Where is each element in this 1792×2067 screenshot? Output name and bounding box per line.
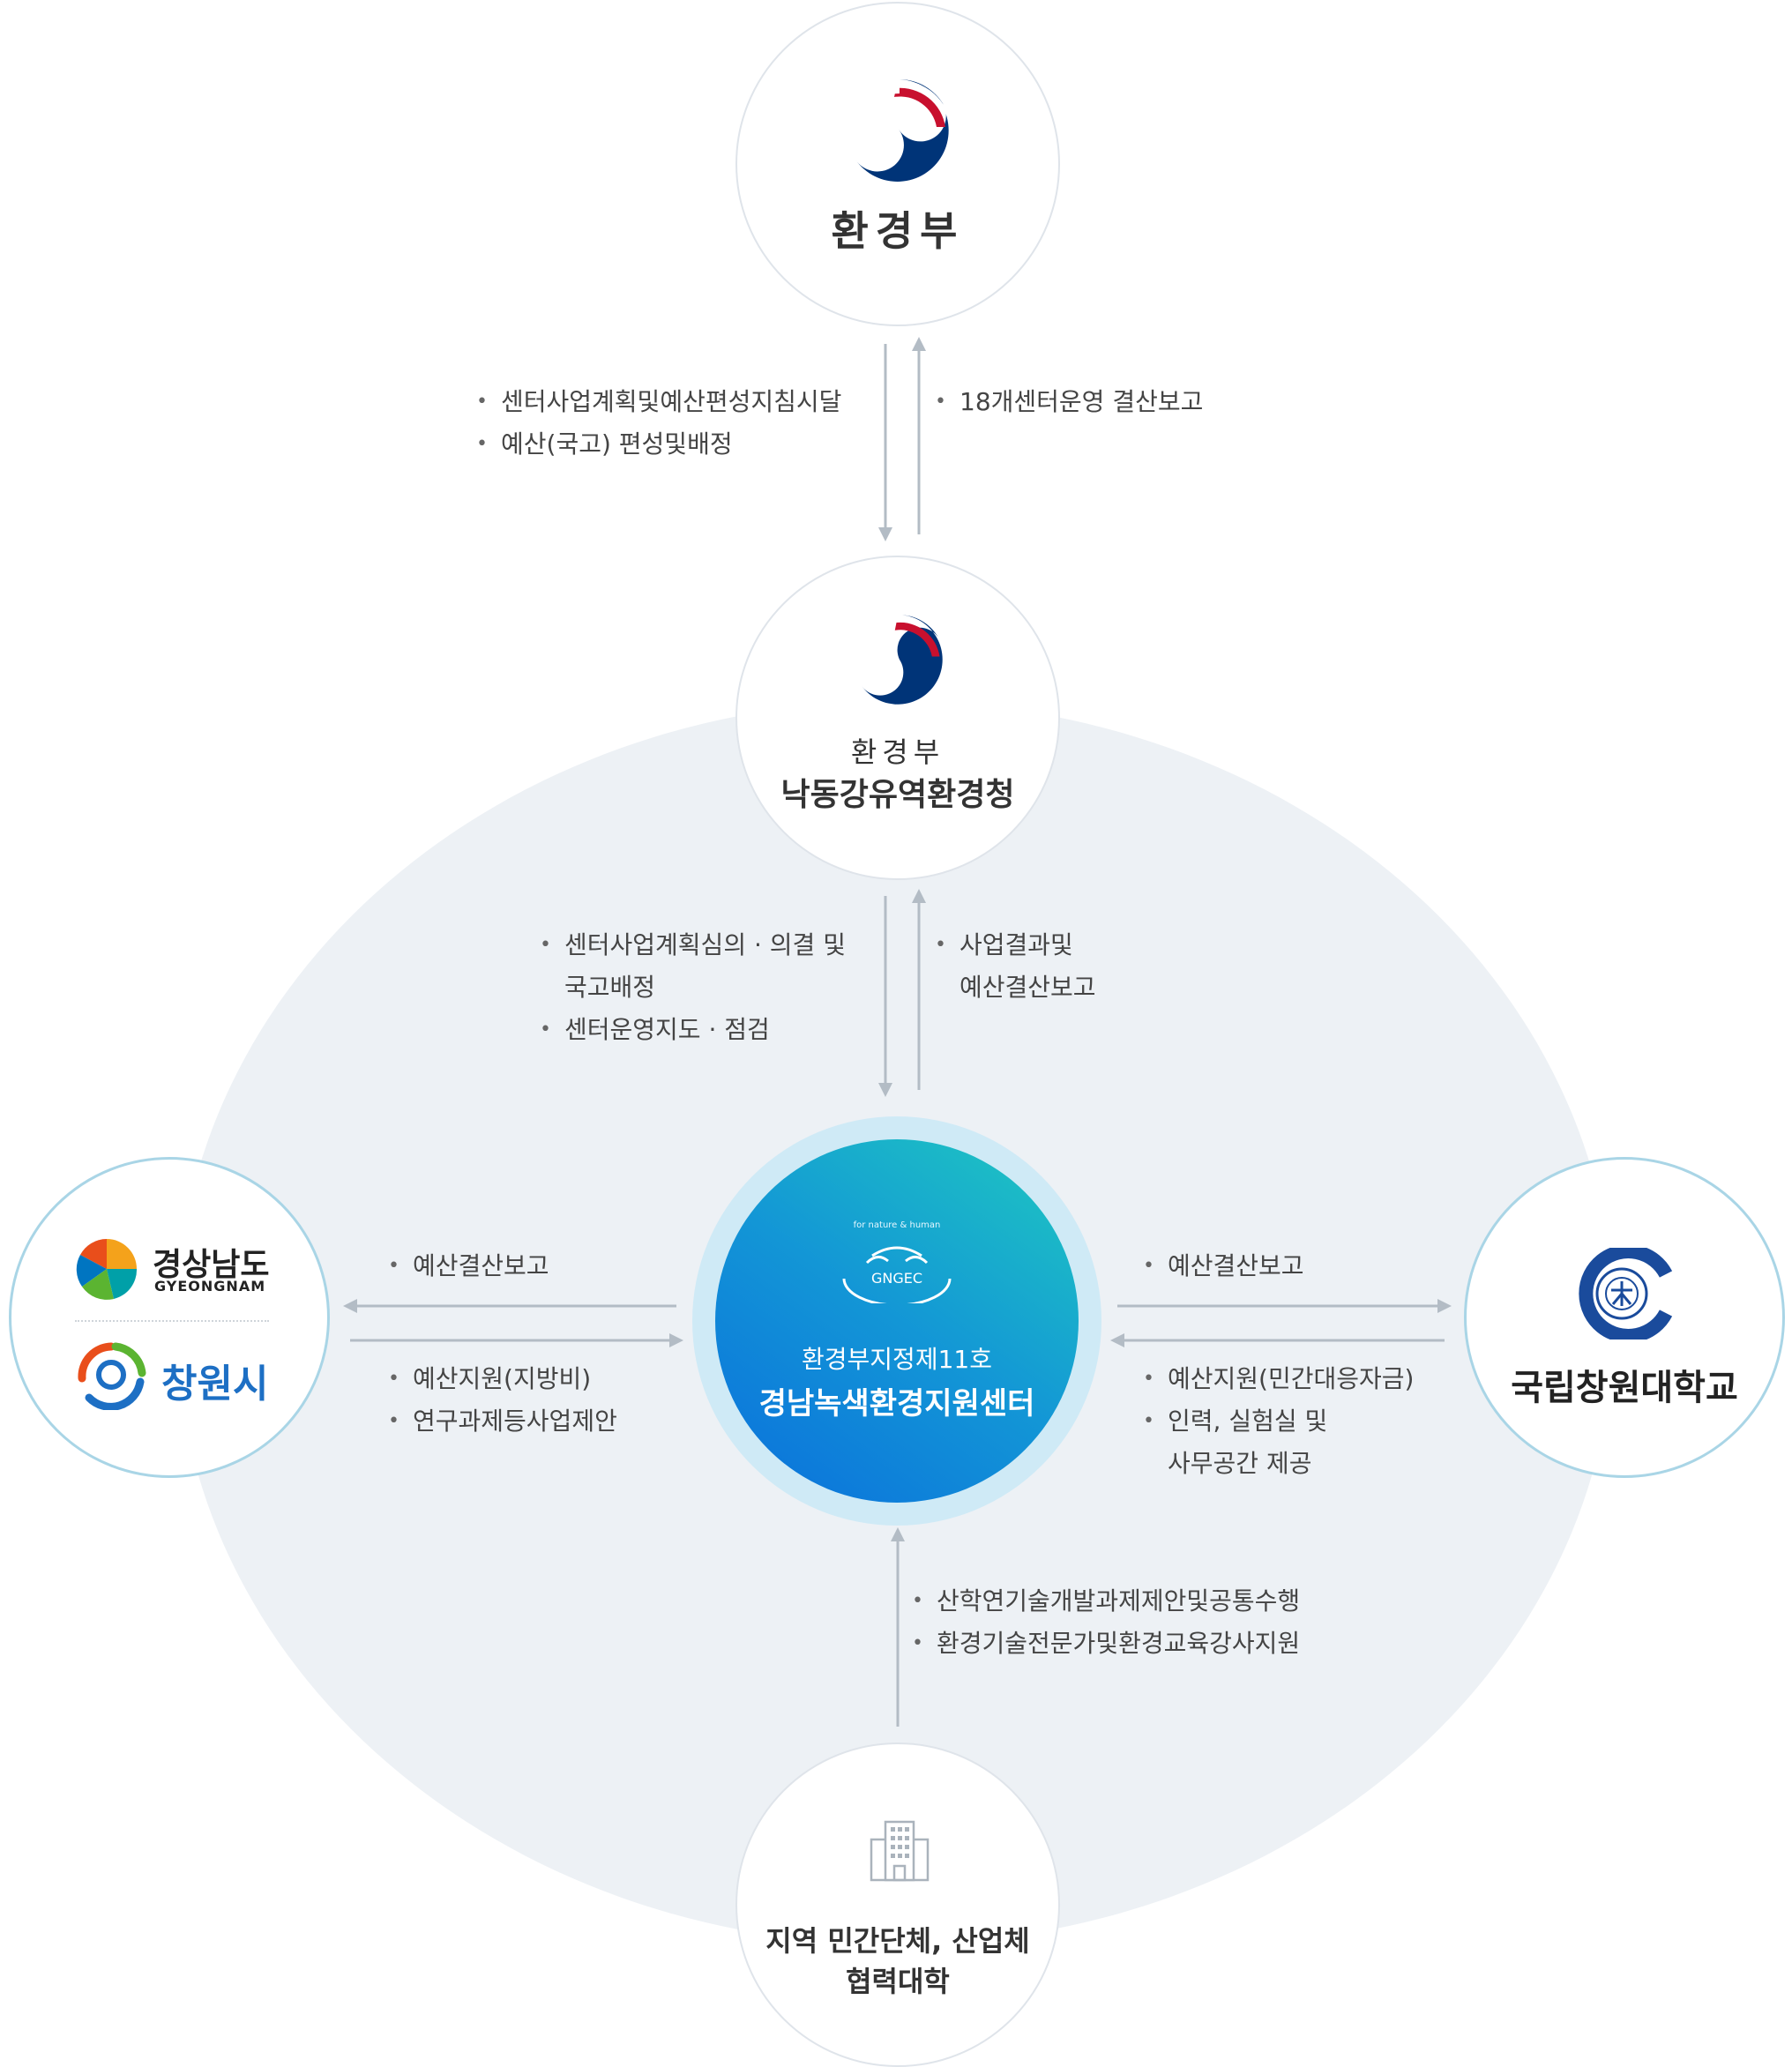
changwon-logo-icon: [78, 1342, 146, 1410]
flow-left-in: 예산지원(지방비) 연구과제등사업제안: [388, 1358, 617, 1443]
ministry-name: 환경부: [831, 207, 965, 255]
flow-right-in: 예산지원(민간대응자금) 인력, 실험실 및 사무공간 제공: [1143, 1358, 1414, 1485]
node-university: 국립창원대학교: [1464, 1157, 1785, 1478]
list-item: 예산지원(민간대응자금): [1143, 1358, 1414, 1400]
university-emblem-icon: [1579, 1248, 1673, 1339]
list-item: 산학연기술개발과제제안및공통수행: [912, 1580, 1300, 1623]
taegeuk-emblem-icon: [847, 79, 949, 182]
flow-ministry-down: 센터사업계획및예산편성지침시달 예산(국고) 편성및배정: [476, 381, 841, 466]
center-tagline: for nature & human: [853, 1220, 941, 1230]
list-item: 18개센터운영 결산보고: [935, 381, 1203, 423]
list-item: 환경기술전문가및환경교육강사지원: [912, 1623, 1300, 1665]
list-item: 센터사업계획및예산편성지침시달: [476, 381, 841, 423]
nakdong-line1: 환경부: [850, 735, 945, 769]
list-item: 연구과제등사업제안: [388, 1400, 617, 1443]
flow-nakdong-up: 사업결과및 예산결산보고: [935, 924, 1096, 1009]
node-center: for nature & human GNGEC 환경부지정제11호 경남녹색환…: [715, 1139, 1079, 1503]
gyeongnam-logo-icon: [76, 1239, 138, 1300]
center-logo-text: GNGEC: [870, 1270, 923, 1287]
gyeongnam-name-kr: 경상남도: [153, 1247, 270, 1283]
node-gyeongnam: 경상남도 GYEONGNAM 창원시: [9, 1157, 330, 1478]
building-icon: [870, 1820, 930, 1882]
flow-left-out: 예산결산보고: [388, 1245, 549, 1287]
taegeuk-emblem-icon: [861, 615, 943, 705]
flow-ministry-up: 18개센터운영 결산보고: [935, 381, 1203, 423]
flow-nakdong-down: 센터사업계획심의 · 의결 및 국고배정 센터운영지도 · 점검: [540, 924, 846, 1051]
list-item: 인력, 실험실 및 사무공간 제공: [1143, 1400, 1414, 1485]
list-item: 센터운영지도 · 점검: [540, 1009, 846, 1051]
node-ministry: 환경부: [735, 2, 1060, 326]
list-item: 예산결산보고: [388, 1245, 549, 1287]
gyeongnam-name-en: GYEONGNAM: [154, 1278, 266, 1295]
university-name: 국립창원대학교: [1511, 1368, 1738, 1408]
list-item: 예산지원(지방비): [388, 1358, 617, 1400]
list-item: 예산(국고) 편성및배정: [476, 423, 841, 466]
list-item: 사업결과및 예산결산보고: [935, 924, 1096, 1009]
list-item: 예산결산보고: [1143, 1245, 1304, 1287]
changwon-name: 창원시: [161, 1362, 269, 1407]
local-line2: 협력대학: [846, 1965, 950, 1998]
flow-right-out: 예산결산보고: [1143, 1245, 1304, 1287]
gngec-logo-icon: [842, 1246, 952, 1303]
node-nakdong: 환경부 낙동강유역환경청: [735, 556, 1060, 880]
nakdong-line2: 낙동강유역환경청: [780, 777, 1015, 813]
node-local: 지역 민간단체, 산업체 협력대학: [735, 1742, 1060, 2067]
flow-bottom-up: 산학연기술개발과제제안및공통수행 환경기술전문가및환경교육강사지원: [912, 1580, 1300, 1665]
center-line1: 환경부지정제11호: [802, 1345, 992, 1374]
logo-divider: [75, 1320, 269, 1322]
list-item: 센터사업계획심의 · 의결 및 국고배정: [540, 924, 846, 1009]
local-line1: 지역 민간단체, 산업체: [765, 1924, 1030, 1958]
center-line2: 경남녹색환경지원센터: [758, 1386, 1035, 1422]
